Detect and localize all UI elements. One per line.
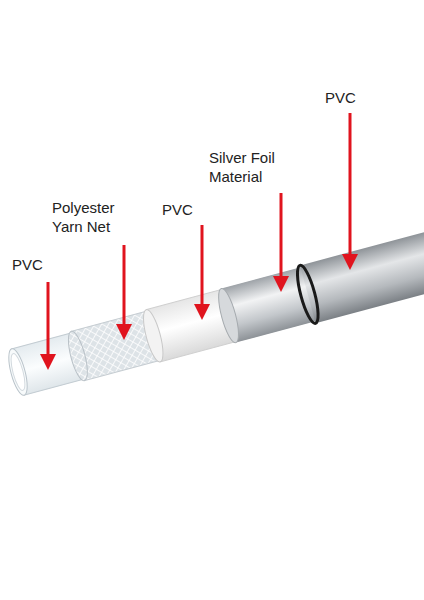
layer-label: PVC [162,200,232,219]
layer-label: PVC [12,255,82,274]
layer-label: PVC [325,88,395,107]
layer-label: Polyester Yarn Net [52,198,134,236]
leader-arrows [40,113,358,370]
layer-label: Silver Foil Material [209,148,293,186]
